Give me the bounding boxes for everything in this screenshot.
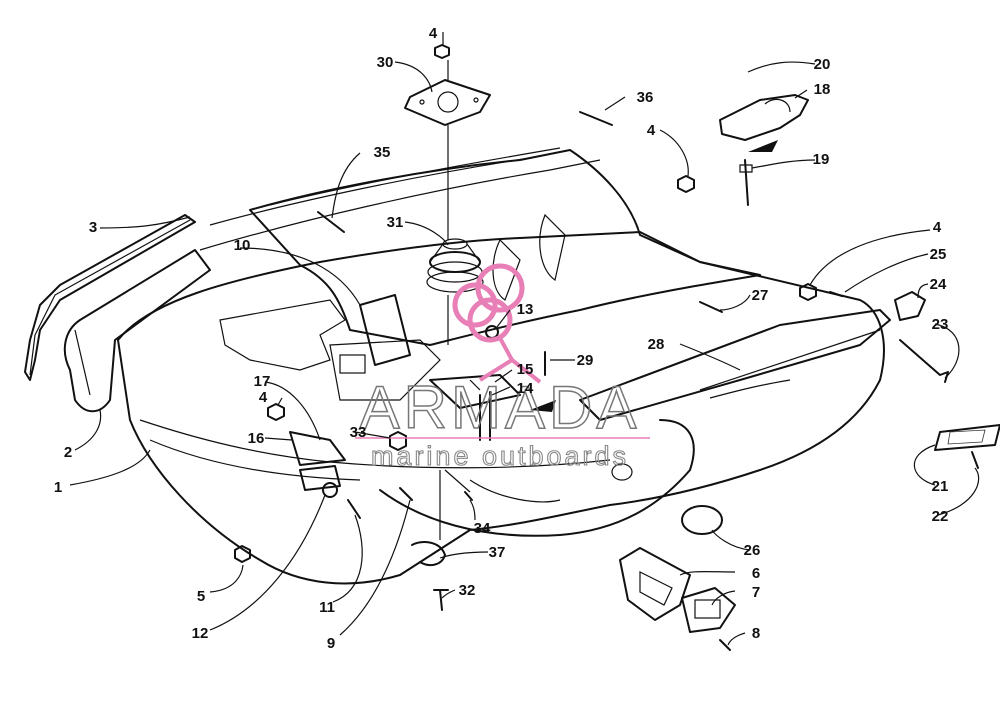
- callout-30: 30: [377, 54, 394, 71]
- bolt-25: [829, 291, 843, 297]
- bezel-6: [619, 547, 691, 621]
- callout-33: 33: [350, 424, 367, 441]
- bracket-10: [359, 294, 411, 366]
- callout-8: 8: [752, 625, 760, 642]
- callout-4-right: 4: [933, 219, 942, 236]
- callout-28: 28: [648, 336, 665, 353]
- nut-4-right: [799, 283, 817, 301]
- screw-22: [971, 451, 979, 469]
- plate-30: [404, 79, 491, 126]
- bolt-32: [433, 589, 449, 611]
- handle-bar-2: [63, 249, 211, 413]
- callout-23: 23: [932, 316, 949, 333]
- hood-top-panel: [249, 149, 761, 346]
- watermark-brand: ARMADA: [360, 374, 641, 441]
- leader-lines: [69, 32, 980, 646]
- callout-12: 12: [192, 625, 209, 642]
- nut-5: [234, 545, 251, 563]
- screw-35: [317, 211, 345, 233]
- callout-29: 29: [577, 352, 594, 369]
- screw-8: [719, 639, 731, 651]
- nut-4-top-right: [677, 175, 695, 193]
- hinge-17: [299, 465, 341, 491]
- callout-20: 20: [814, 56, 831, 73]
- callout-14: 14: [517, 380, 534, 397]
- nut-4-left: [267, 403, 285, 421]
- callout-7: 7: [752, 584, 760, 601]
- bolt-27: [699, 301, 723, 313]
- callout-9: 9: [327, 635, 335, 652]
- callout-4-mid-right: 4: [647, 122, 656, 139]
- clamp-37: [411, 541, 446, 567]
- callout-21: 21: [932, 478, 949, 495]
- callout-16: 16: [248, 430, 265, 447]
- top-vent-right: [539, 213, 566, 281]
- bolt-36: [579, 111, 613, 126]
- bumper-24: [894, 291, 926, 321]
- nut-4-top: [434, 44, 450, 59]
- propeller-logo: [452, 263, 542, 384]
- hood-assembly-drawing: [24, 44, 1000, 651]
- rear-panel-28: [579, 309, 891, 421]
- bolt-11: [347, 499, 361, 519]
- callout-2: 2: [64, 444, 72, 461]
- callout-13: 13: [517, 301, 534, 318]
- callout-19: 19: [813, 151, 830, 168]
- grommet-12: [322, 482, 338, 498]
- callout-labels: 1 2 3 4 4 4 4 5 6 7 8 9 10 11 12 13 14 1…: [54, 25, 949, 652]
- callout-34: 34: [474, 520, 491, 537]
- callout-22: 22: [932, 508, 949, 525]
- bolt-23: [899, 339, 949, 383]
- bolt-34: [464, 491, 473, 501]
- callout-4-top: 4: [429, 25, 438, 42]
- trim-strip-3: [24, 214, 196, 381]
- hinge-16: [289, 431, 346, 466]
- callout-4-left: 4: [259, 389, 268, 406]
- callout-36: 36: [637, 89, 654, 106]
- hood-lower-bulge: [379, 419, 695, 537]
- callout-24: 24: [930, 276, 947, 293]
- reflector-21: [934, 424, 1000, 451]
- callout-17: 17: [254, 373, 271, 390]
- callout-10: 10: [234, 237, 251, 254]
- callout-1: 1: [54, 479, 62, 496]
- mount-plate-15: [429, 374, 521, 409]
- spacer-33: [389, 431, 407, 451]
- callout-27: 27: [752, 287, 769, 304]
- latch-18: [719, 94, 809, 141]
- callout-3: 3: [89, 219, 97, 236]
- callout-6: 6: [752, 565, 760, 582]
- top-vent-left: [492, 238, 521, 301]
- screw-9: [399, 487, 413, 501]
- callout-35: 35: [374, 144, 391, 161]
- gasket-7: [681, 587, 736, 633]
- callout-5: 5: [197, 588, 205, 605]
- callout-18: 18: [814, 81, 831, 98]
- callout-26: 26: [744, 542, 761, 559]
- armada-watermark: ARMADA marine outboards: [355, 263, 650, 472]
- callout-15: 15: [517, 361, 534, 378]
- watermark-tagline: marine outboards: [371, 441, 629, 471]
- callout-11: 11: [319, 599, 335, 616]
- callout-31: 31: [387, 214, 404, 231]
- washer-13: [485, 325, 499, 339]
- callout-32: 32: [459, 582, 476, 599]
- plug-26: [681, 505, 723, 535]
- callout-37: 37: [489, 544, 506, 561]
- callout-25: 25: [930, 246, 947, 263]
